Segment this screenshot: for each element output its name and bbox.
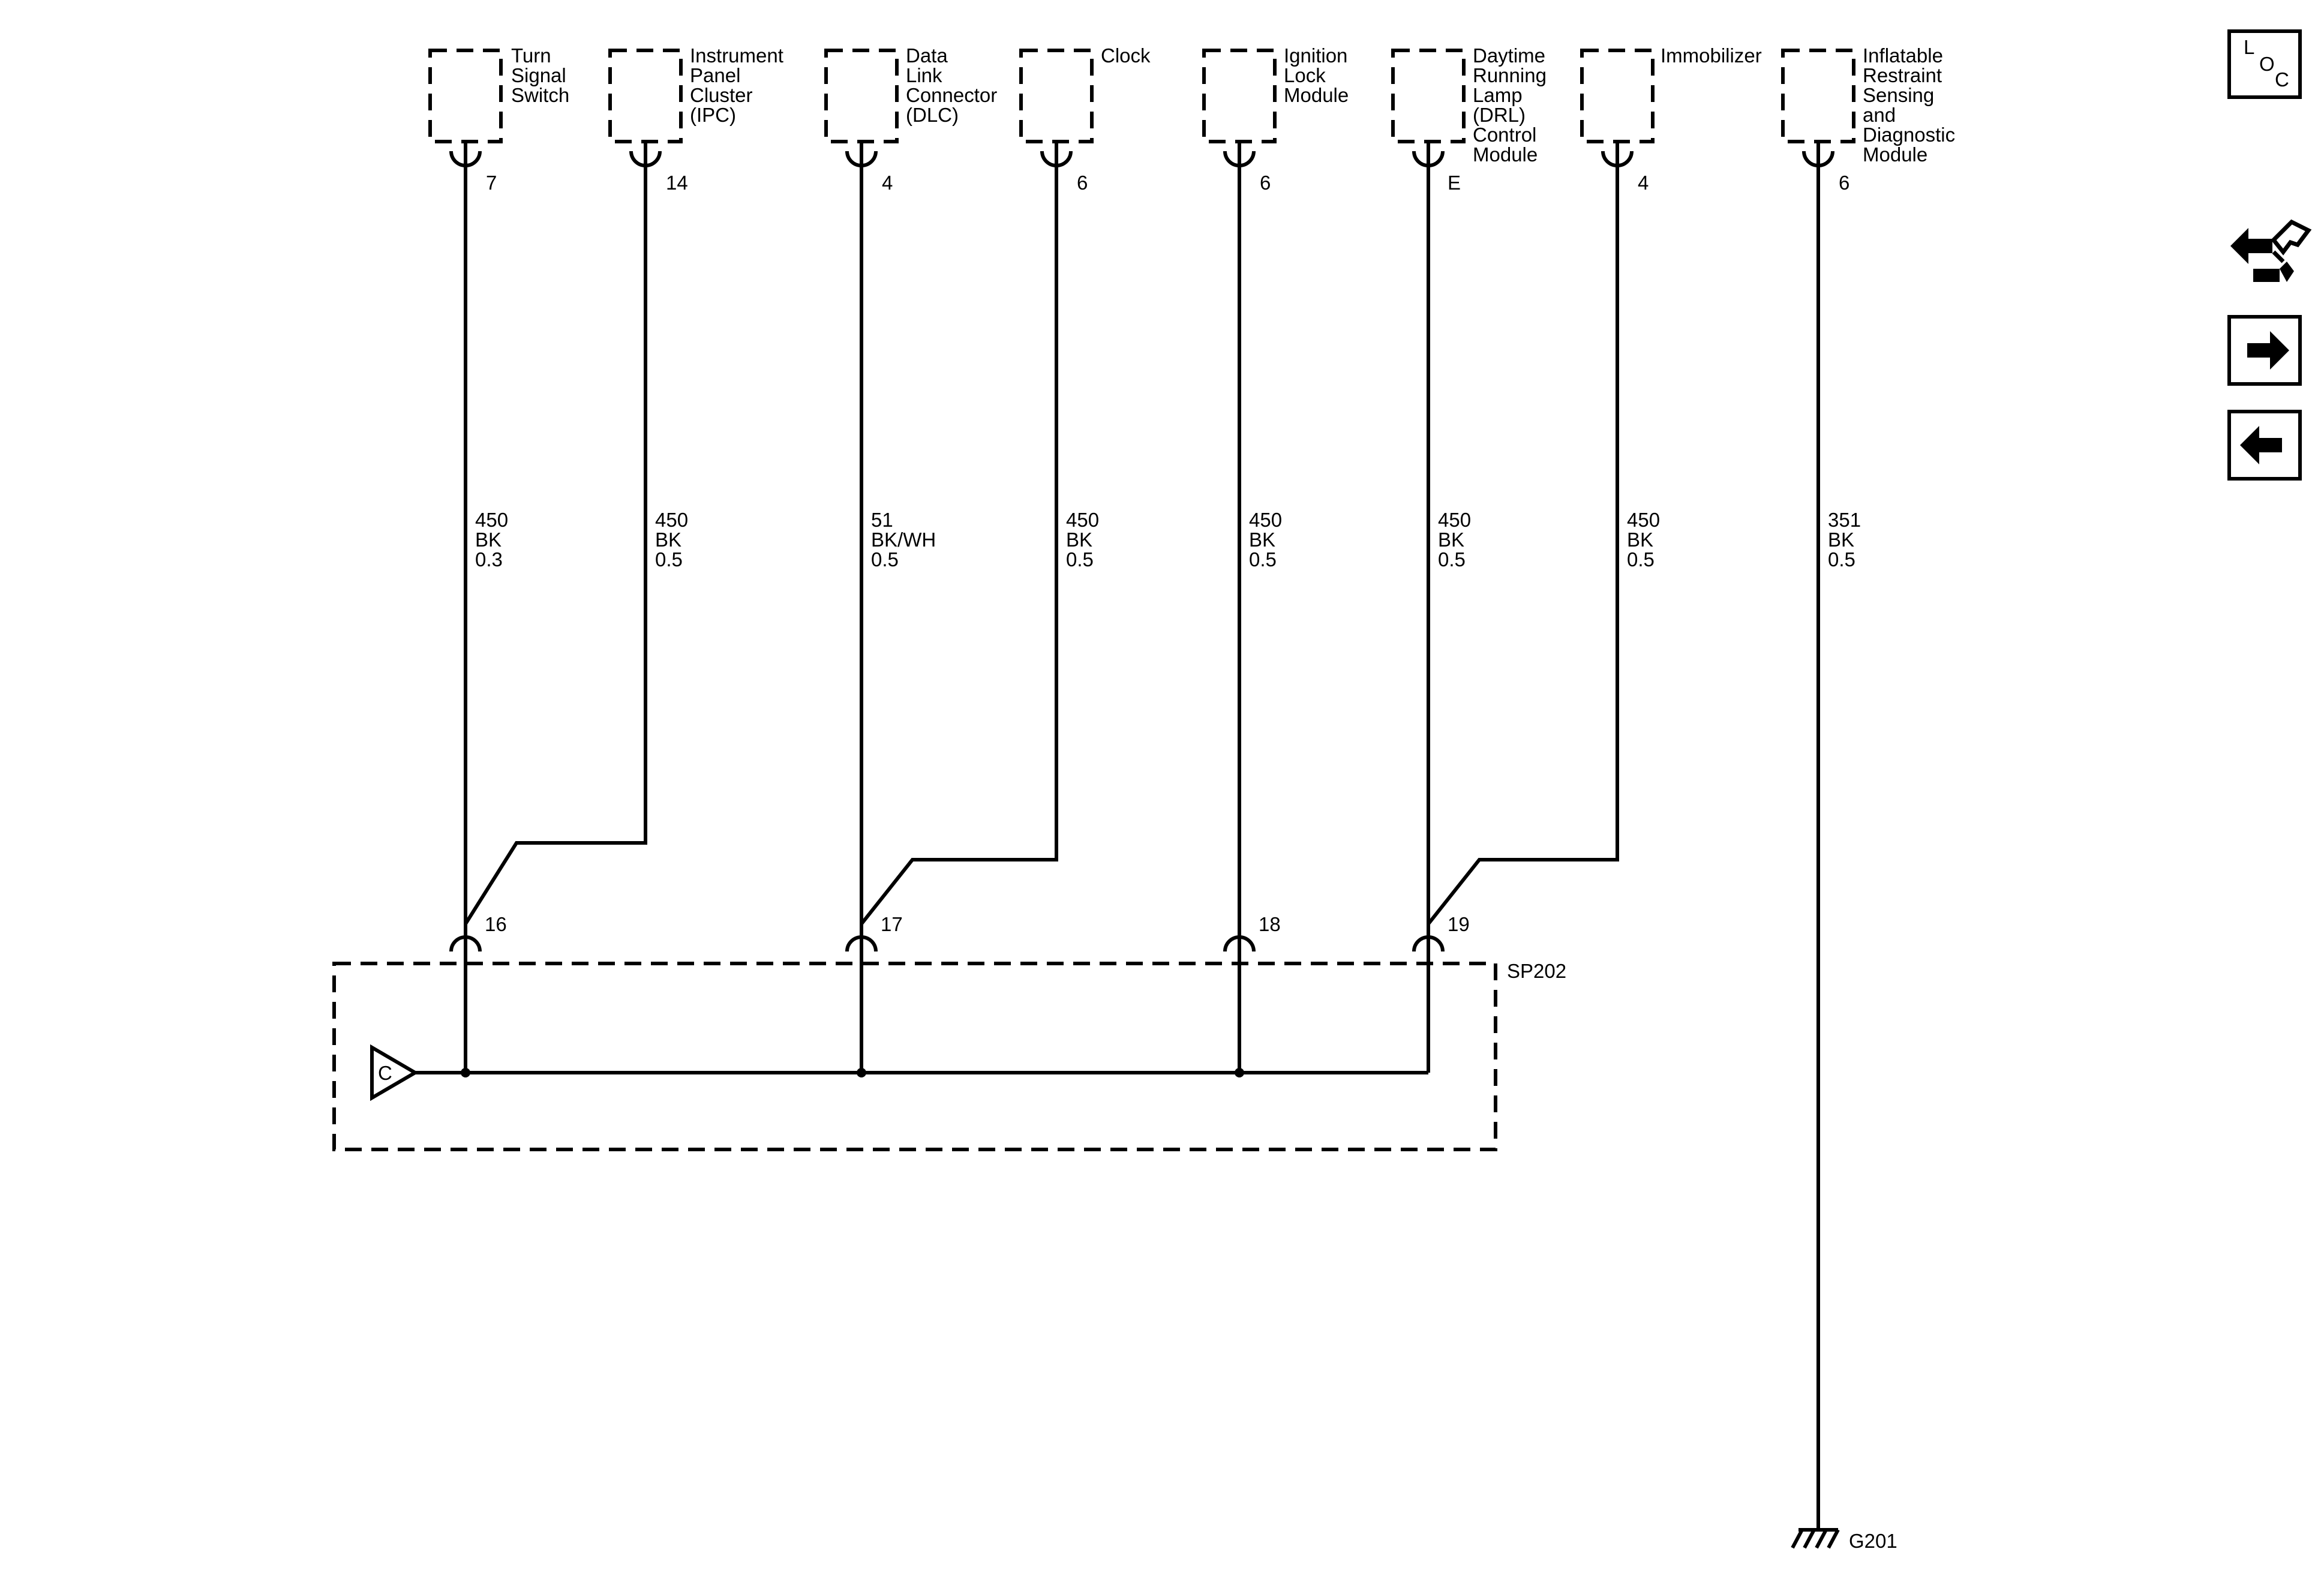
splice-pin-17 [845, 935, 878, 967]
svg-text:C: C [2275, 68, 2289, 91]
pin-number-clock: 6 [1077, 172, 1088, 194]
component-label-ipc: Instrument Panel Cluster (IPC) [690, 44, 789, 126]
airbag-module-box [1781, 49, 1855, 143]
clock-box [1019, 49, 1094, 143]
dlc-box [824, 49, 899, 143]
ipc-box [608, 49, 683, 143]
ground-g201: G201 [1791, 1528, 1897, 1552]
nav-panel: L O C [2227, 29, 2312, 481]
wire-label-drl-control-module: 450 BK 0.5 [1438, 509, 1476, 571]
component-connectors [449, 142, 1834, 174]
wire-label-dlc: 51 BK/WH 0.5 [871, 509, 941, 571]
wire-label-clock: 450 BK 0.5 [1066, 509, 1104, 571]
connector-c-triangle [370, 1044, 419, 1101]
disconnect-connector-icon[interactable] [2230, 219, 2312, 282]
drl-control-module-box [1391, 49, 1466, 143]
pin-number-drl-control-module: E [1448, 172, 1461, 194]
pin-number-ipc: 14 [666, 172, 688, 194]
splice-node [461, 1068, 470, 1077]
next-page-arrow-icon[interactable] [2227, 315, 2302, 386]
connector-pin-immobilizer [1601, 142, 1634, 174]
wire-label-immobilizer: 450 BK 0.5 [1627, 509, 1665, 571]
component-label-dlc: Data Link Connector (DLC) [906, 44, 1002, 126]
splice-pin-16 [449, 935, 482, 967]
connector-pin-airbag-module [1802, 142, 1834, 174]
component-label-drl-control-module: Daytime Running Lamp (DRL) Control Modul… [1473, 44, 1552, 166]
wire-labels: 450 BK 0.3 450 BK 0.5 51 BK/WH 0.5 450 B… [475, 509, 1866, 571]
pin-number-turn-signal-switch: 7 [486, 172, 497, 194]
ground-hatch [1791, 1529, 1804, 1549]
component-label-clock: Clock [1101, 44, 1151, 67]
wire-ipc [464, 174, 647, 925]
connector-pin-turn-signal-switch [449, 142, 482, 174]
connector-pin-ipc [629, 142, 662, 174]
pin-number-dlc: 4 [882, 172, 893, 194]
connector-pin-ignition-lock-module [1223, 142, 1256, 174]
loc-icon[interactable]: L O C [2227, 29, 2302, 99]
ground-hatch [1827, 1529, 1840, 1549]
splice-pack-sp202: SP202 C [332, 960, 1566, 1151]
component-label-immobilizer: Immobilizer [1661, 44, 1762, 67]
wire-clock [860, 174, 1058, 925]
splice-pin-number-16: 16 [485, 913, 507, 935]
connector-pin-clock [1040, 142, 1073, 174]
connector-c-label: C [378, 1062, 392, 1084]
connector-pin-drl-control-module [1412, 142, 1445, 174]
ground-hatch [1803, 1529, 1816, 1549]
pin-number-ignition-lock-module: 6 [1260, 172, 1271, 194]
component-label-airbag-module: Inflatable Restraint Sensing and Diagnos… [1863, 44, 1960, 166]
wire-immobilizer [1427, 174, 1619, 925]
svg-text:O: O [2259, 53, 2275, 75]
ground-hatch [1815, 1529, 1828, 1549]
previous-page-arrow-icon[interactable] [2227, 410, 2302, 481]
svg-text:L: L [2244, 36, 2254, 58]
component-labels: Turn Signal Switch Instrument Panel Clus… [511, 44, 1960, 166]
component-label-ignition-lock-module: Ignition Lock Module [1284, 44, 1353, 106]
ground-label: G201 [1849, 1530, 1897, 1552]
wire-label-ipc: 450 BK 0.5 [655, 509, 693, 571]
connector-pin-dlc [845, 142, 878, 174]
splice-pack-box [332, 962, 1497, 1151]
wire-label-turn-signal-switch: 450 BK 0.3 [475, 509, 514, 571]
splice-pin-number-19: 19 [1448, 913, 1470, 935]
pin-number-immobilizer: 4 [1638, 172, 1649, 194]
turn-signal-switch-box [428, 49, 503, 143]
splice-pin-number-18: 18 [1259, 913, 1281, 935]
splice-node [857, 1068, 866, 1077]
component-label-turn-signal-switch: Turn Signal Switch [511, 44, 572, 106]
splice-pack-label: SP202 [1507, 960, 1566, 982]
immobilizer-box [1580, 49, 1655, 143]
wires [464, 174, 1820, 1530]
splice-pin-number-17: 17 [881, 913, 903, 935]
ignition-lock-module-box [1202, 49, 1277, 143]
component-pin-numbers: 7 14 4 6 6 E 4 6 [486, 172, 1849, 194]
splice-connectors: 16 17 18 19 [449, 913, 1470, 967]
splice-node [1235, 1068, 1244, 1077]
wire-label-ignition-lock-module: 450 BK 0.5 [1249, 509, 1287, 571]
wire-label-airbag-module: 351 BK 0.5 [1828, 509, 1866, 571]
pin-number-airbag-module: 6 [1839, 172, 1849, 194]
